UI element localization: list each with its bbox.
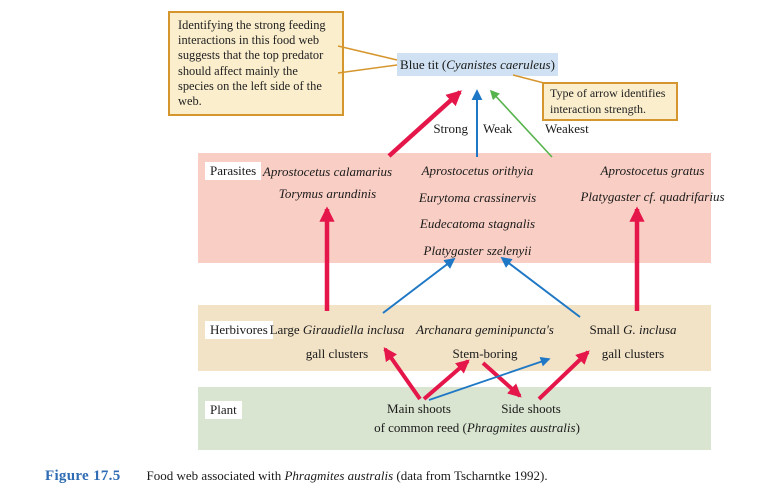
- predator-close-paren: ): [550, 57, 555, 72]
- herbivore-species: G. inclusa: [623, 322, 677, 337]
- plant-band: [198, 387, 711, 450]
- reed-text: of common reed (: [374, 420, 467, 435]
- reed-species: Phragmites australis: [466, 420, 576, 435]
- parasite-species: Platygaster szelenyii: [423, 242, 532, 258]
- left-annotation-box: Identifying the strong feeding interacti…: [168, 11, 344, 117]
- blue-tit-label: Blue tit (Cyanistes caeruleus): [397, 53, 558, 76]
- main-shoots-label: Main shoots: [387, 401, 451, 416]
- herbivore-large-gall-clusters: Large Giraudiella inclusa gall clusters: [262, 318, 412, 366]
- parasite-species: Aprostocetus gratus: [600, 163, 705, 178]
- reed-text-close: ): [575, 420, 580, 435]
- parasite-species: Platygaster cf. quadrifarius: [580, 189, 725, 204]
- figure-caption: Figure 17.5 Food web associated with Phra…: [45, 468, 548, 485]
- herbivore-line2: gall clusters: [601, 346, 665, 361]
- right-annotation-box: Type of arrow identifies interaction str…: [542, 82, 678, 121]
- herbivore-prefix: Large: [269, 322, 303, 337]
- weak-label: Weak: [483, 121, 513, 136]
- predator-common-name: Blue tit (: [400, 57, 447, 72]
- parasite-column-right: Aprostocetus gratus Platygaster cf. quad…: [560, 158, 745, 210]
- parasite-species: Eurytoma crassinervis: [418, 189, 537, 205]
- caption-text: Food web associated with: [146, 468, 285, 483]
- herbivore-stem-borer: Archanara geminipuncta's Stem-boring: [410, 318, 560, 366]
- figure-number: Figure 17.5: [45, 468, 121, 484]
- parasite-species: Aprostocetus orithyia: [421, 163, 534, 178]
- strong-label: Strong: [433, 121, 468, 136]
- parasites-band: [198, 153, 711, 263]
- herbivore-small-gall-clusters: Small G. inclusa gall clusters: [563, 318, 703, 366]
- predator-species: Cyanistes caeruleus: [446, 57, 551, 72]
- herbivore-species: Archanara geminipuncta's: [416, 322, 554, 337]
- caption-species: Phragmites australis: [284, 468, 394, 483]
- parasite-column-left: Aprostocetus calamarius Torymus arundini…: [240, 161, 415, 205]
- plant-label: Plant: [205, 401, 242, 419]
- common-reed-label: of common reed (Phragmites australis): [327, 420, 627, 436]
- parasites-label: Parasites: [205, 162, 262, 180]
- parasite-species: Aprostocetus calamarius: [262, 164, 393, 179]
- herbivore-line2: Stem-boring: [452, 346, 518, 361]
- caption-source: (data from Tscharntke 1992).: [393, 468, 548, 483]
- parasite-column-middle: Aprostocetus orithyia Eurytoma crassiner…: [390, 158, 565, 264]
- side-shoots-label: Side shoots: [501, 401, 561, 416]
- parasite-species: Eudecatoma stagnalis: [419, 216, 536, 231]
- herbivores-label: Herbivores: [205, 321, 273, 339]
- herbivore-species: Giraudiella inclusa: [302, 322, 405, 337]
- left-callout-leader-bottom: [337, 64, 398, 74]
- weakest-label: Weakest: [545, 121, 589, 136]
- left-callout-leader-top: [337, 45, 398, 61]
- parasite-species: Torymus arundinis: [278, 186, 377, 201]
- herbivore-line2: gall clusters: [305, 346, 369, 361]
- right-callout-leader: [512, 74, 545, 84]
- herbivore-prefix: Small: [589, 322, 624, 337]
